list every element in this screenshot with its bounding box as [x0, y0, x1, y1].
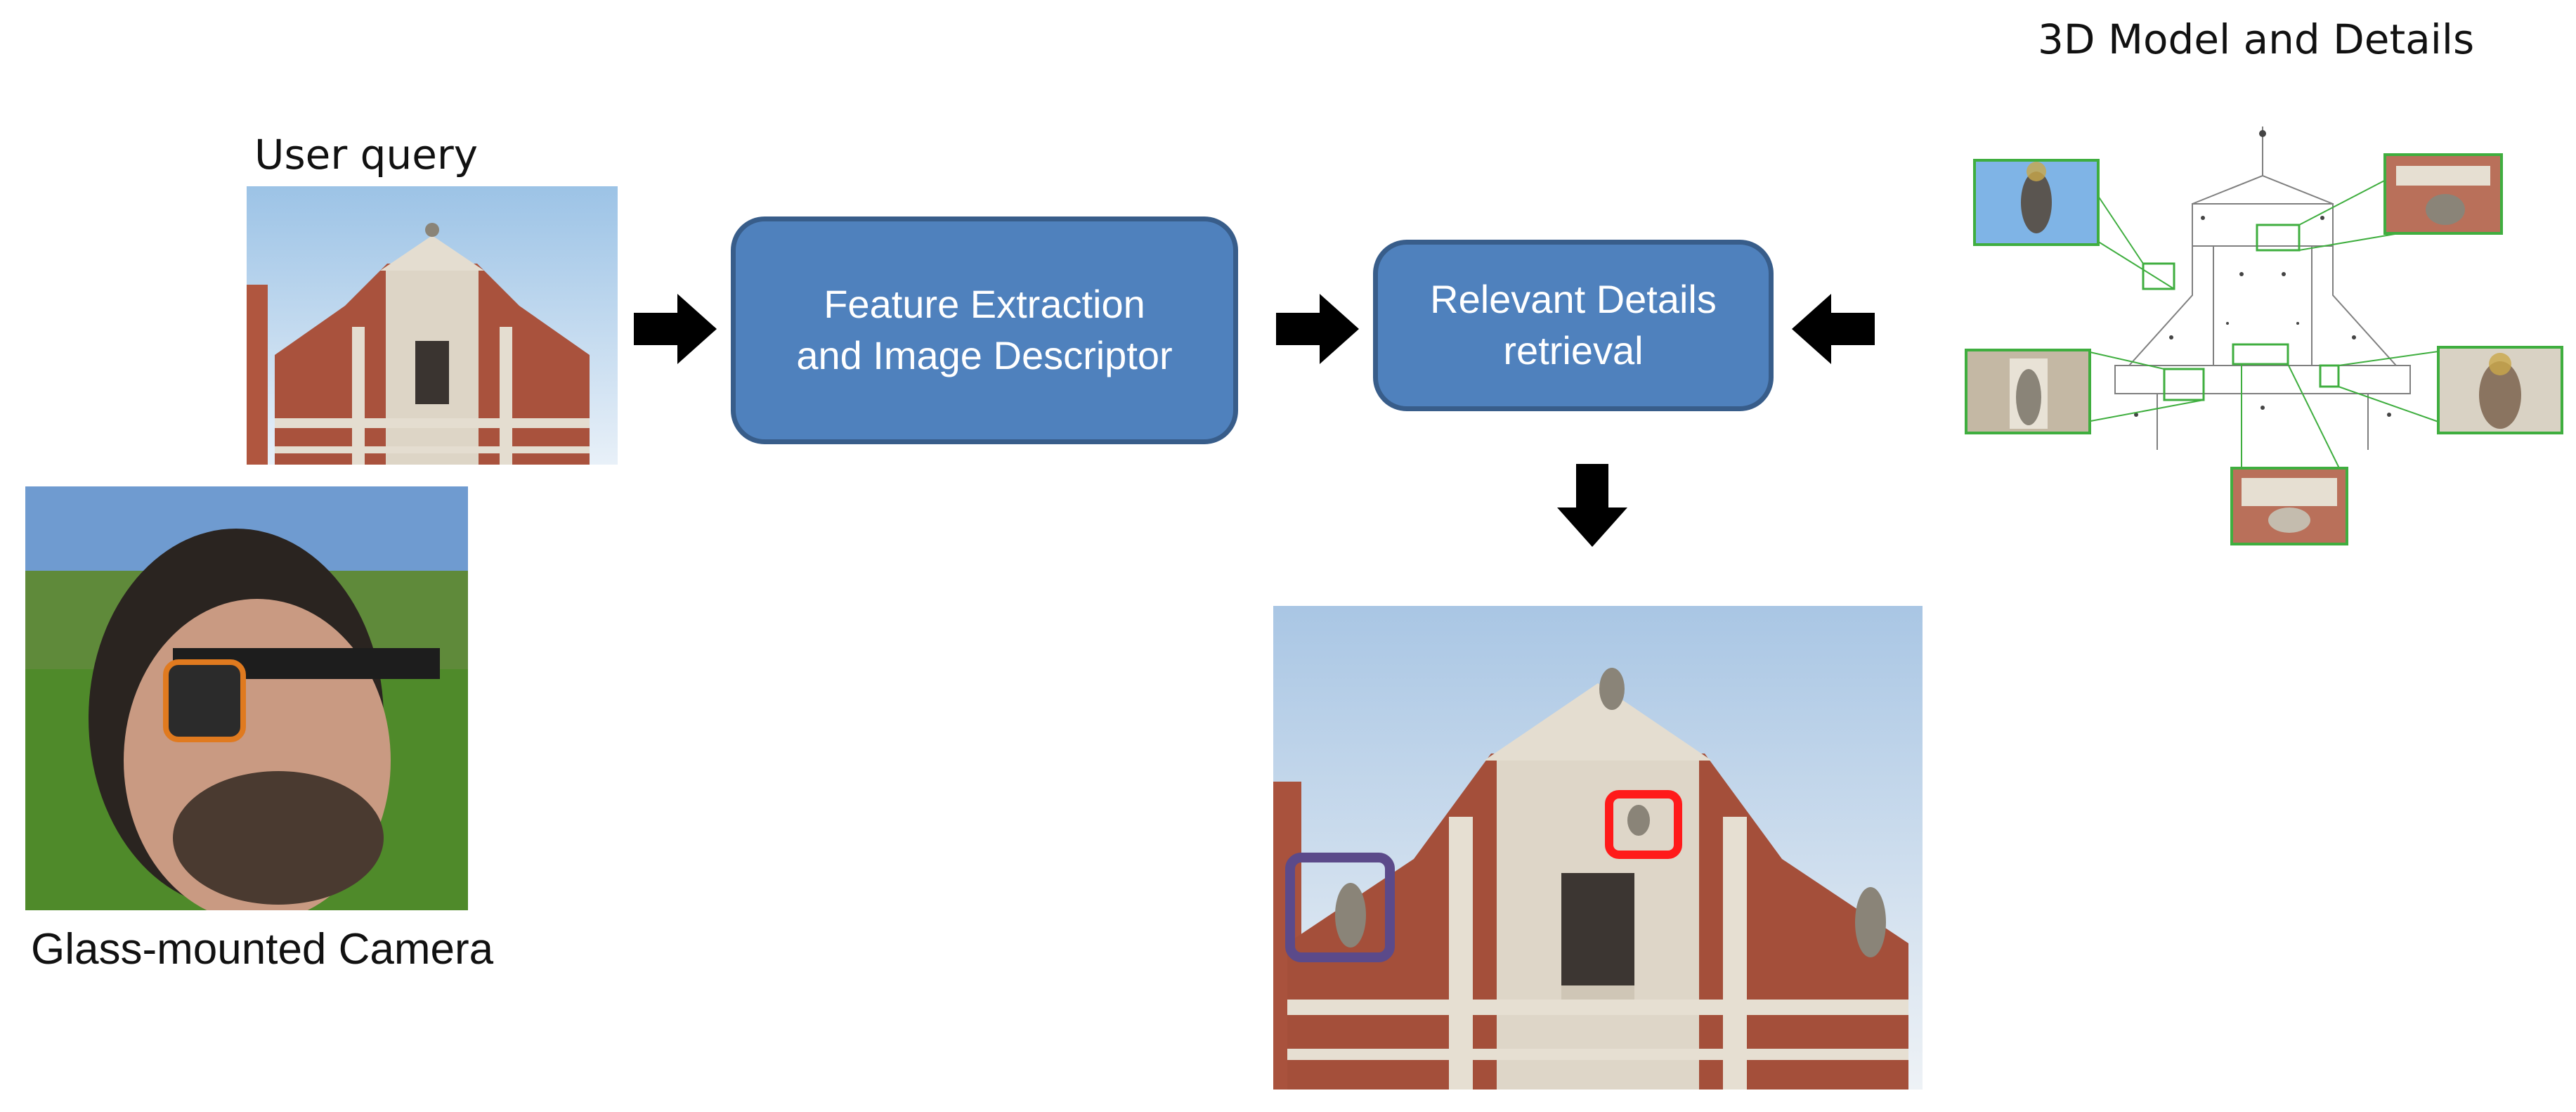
relevant-details-box: Relevant Details retrieval	[1373, 240, 1774, 411]
model-diagram	[1960, 112, 2565, 548]
glass-camera-image	[25, 486, 468, 910]
arrow-right-1	[634, 294, 717, 364]
model-title-label: 3D Model and Details	[2038, 15, 2475, 63]
arrow-down	[1557, 464, 1627, 547]
feature-extraction-text: Feature Extraction and Image Descriptor	[796, 282, 1173, 377]
result-image	[1273, 606, 1923, 1090]
arrow-left	[1792, 294, 1875, 364]
relevant-details-text: Relevant Details retrieval	[1430, 277, 1717, 373]
feature-extraction-box: Feature Extraction and Image Descriptor	[731, 216, 1238, 444]
glass-camera-label: Glass-mounted Camera	[31, 925, 494, 974]
user-query-image	[247, 186, 618, 465]
user-query-label: User query	[254, 131, 479, 179]
arrow-right-2	[1276, 294, 1359, 364]
